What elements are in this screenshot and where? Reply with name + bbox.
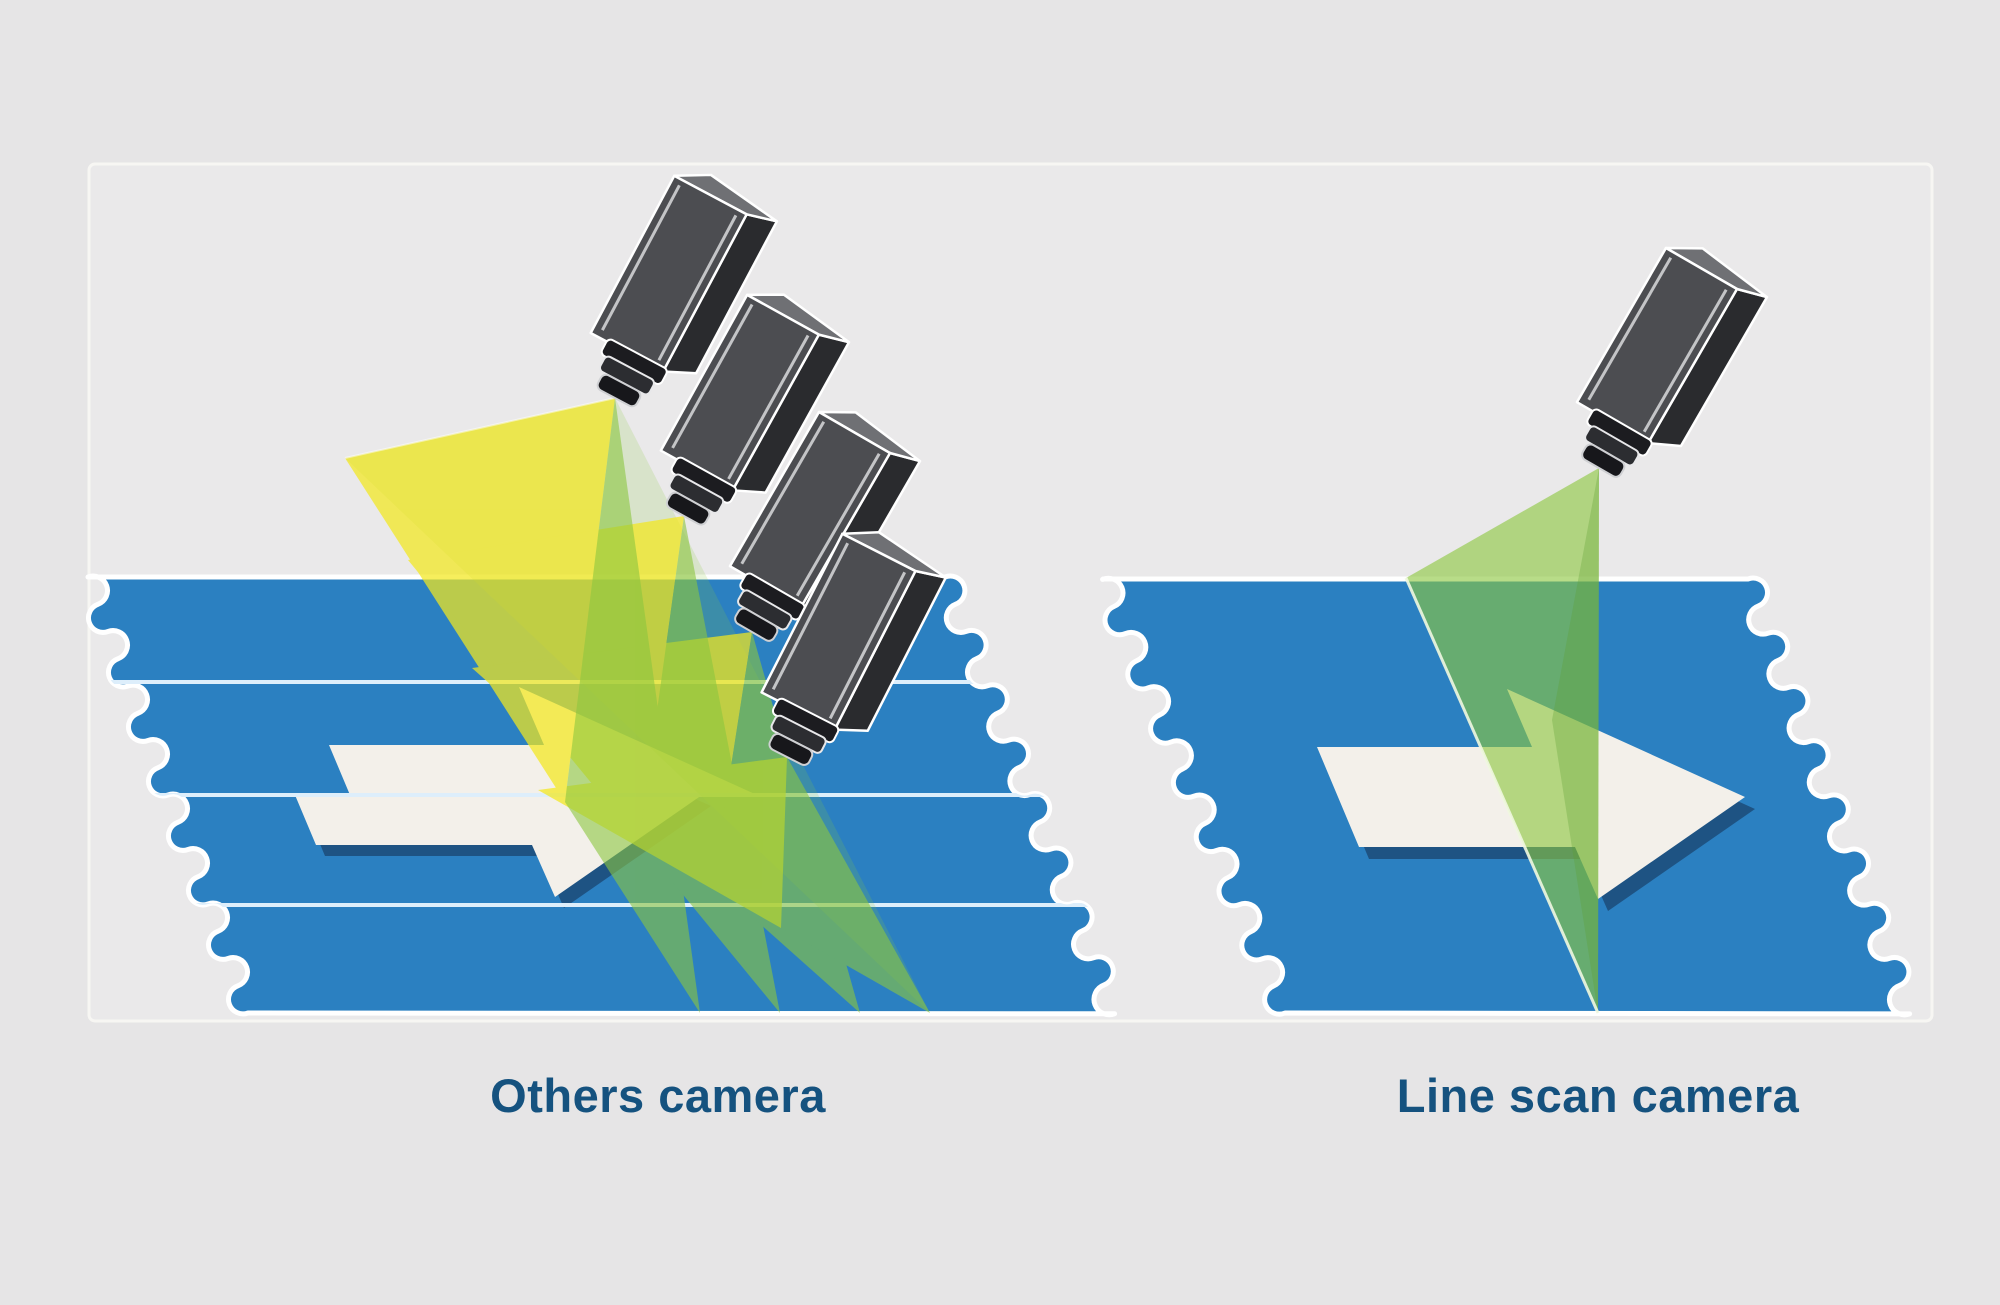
- light-beam-right: [1404, 468, 1600, 1014]
- scan-plane-shade: [1552, 468, 1599, 1013]
- right-panel: Line scan camera: [1103, 230, 1910, 1122]
- right-caption: Line scan camera: [1397, 1069, 1800, 1122]
- beam-edge-highlight: [344, 397, 616, 459]
- light-beam-green: [781, 757, 930, 1013]
- light-beams-left: [344, 397, 930, 1013]
- left-caption: Others camera: [490, 1069, 826, 1122]
- left-panel: Others camera: [80, 158, 1130, 1122]
- beam-edge-highlight: [1404, 577, 1600, 1014]
- scan-plane: [1406, 468, 1599, 1013]
